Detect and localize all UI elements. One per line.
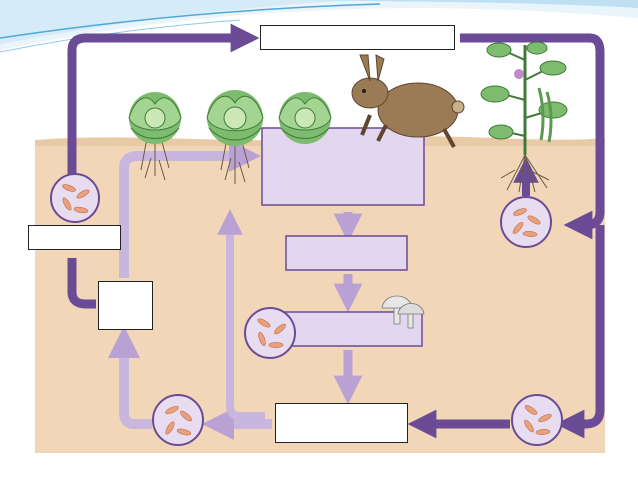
process-box-middle [285, 235, 408, 271]
arrow-up-to-cabbage [217, 209, 265, 420]
arrow-left-up [67, 23, 260, 175]
label-box-small-left[interactable] [98, 281, 153, 330]
bacteria-icon [50, 173, 100, 223]
bacteria-icon [152, 394, 204, 446]
label-box-top[interactable] [260, 25, 455, 50]
label-box-left[interactable] [28, 225, 121, 250]
arrow-box-to-plants [119, 139, 262, 278]
cabbage-icon [278, 92, 332, 144]
cabbage-icon [206, 90, 264, 184]
arrow-right-down [555, 225, 605, 439]
process-box-large [261, 127, 425, 206]
arrow-left-bacteria-to-box [107, 325, 152, 429]
bean-plant-icon [480, 41, 568, 193]
rabbit-icon [351, 54, 465, 148]
slide-header-band [0, 0, 638, 53]
bacteria-icon [244, 307, 296, 359]
bacteria-icon [500, 196, 552, 248]
bacteria-icon [511, 394, 563, 446]
label-box-bottom[interactable] [275, 403, 408, 443]
arrow-left-down [67, 258, 96, 309]
mushroom-icon [381, 295, 425, 329]
arrow-top-right [460, 33, 605, 240]
cabbage-icon [128, 92, 182, 181]
